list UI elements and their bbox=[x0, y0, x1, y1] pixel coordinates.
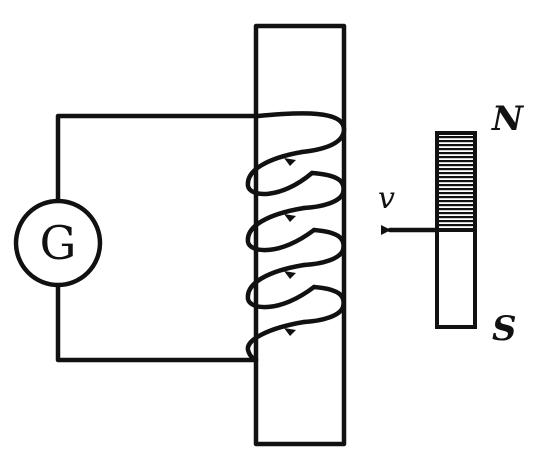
bar-magnet: N S bbox=[435, 99, 525, 349]
current-arrow-icon bbox=[284, 158, 296, 166]
solenoid-coil bbox=[245, 111, 347, 363]
velocity-arrow: v bbox=[378, 181, 440, 235]
solenoid-core bbox=[253, 23, 347, 447]
current-arrow-icon bbox=[284, 214, 296, 222]
circuit-wire bbox=[55, 113, 261, 363]
south-pole-label: S bbox=[492, 309, 517, 349]
galvanometer-label: G bbox=[40, 216, 77, 270]
velocity-label: v bbox=[378, 181, 395, 216]
current-arrow-group bbox=[284, 158, 296, 336]
magnet-north-pole bbox=[435, 131, 477, 232]
north-pole-label: N bbox=[491, 99, 525, 139]
magnet-south-pole bbox=[435, 228, 477, 329]
galvanometer: G bbox=[13, 198, 103, 288]
current-arrow-icon bbox=[284, 328, 296, 336]
current-arrow-icon bbox=[284, 271, 296, 279]
